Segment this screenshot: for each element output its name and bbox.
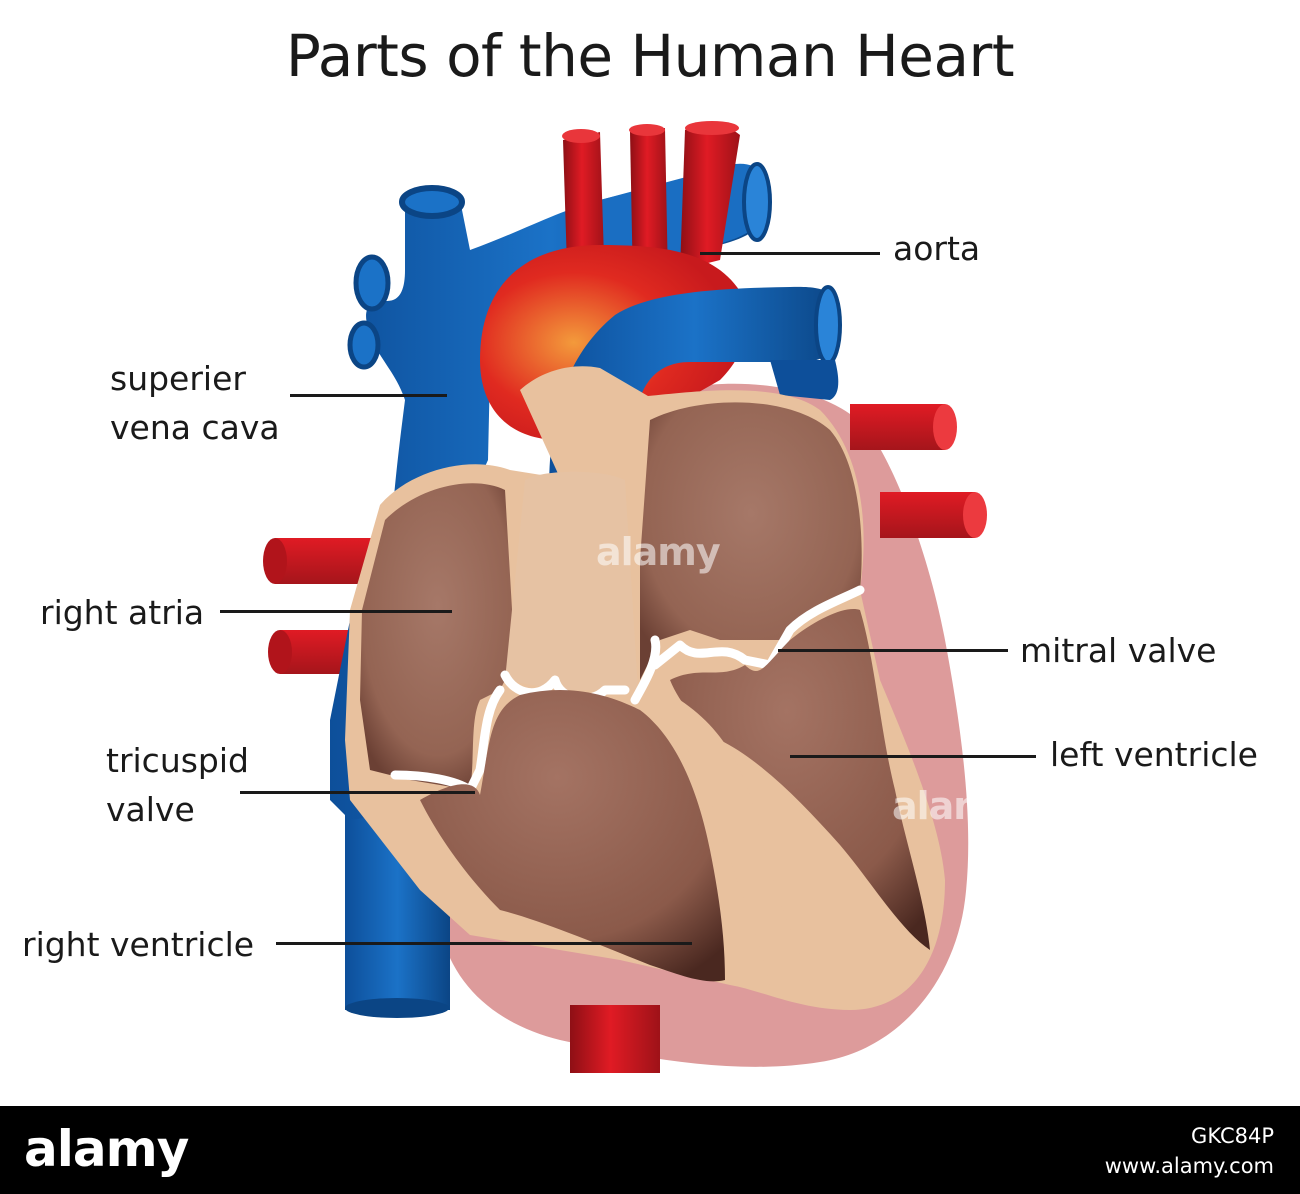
footer-image-id: GKC84P: [1191, 1124, 1274, 1148]
leader-tricuspid-valve: [240, 791, 475, 794]
label-right-atria: right atria: [40, 590, 204, 636]
footer-bar: alamy GKC84P www.alamy.com: [0, 1106, 1300, 1194]
label-superior-vena-cava-line2: vena cava: [110, 405, 280, 451]
leader-superior-vena-cava: [290, 394, 447, 397]
label-aorta: aorta: [893, 226, 980, 272]
leader-right-ventricle: [276, 942, 692, 945]
label-superior-vena-cava-line1: superier: [110, 356, 246, 402]
label-tricuspid-line2: valve: [106, 787, 195, 833]
outflow-tract: [505, 472, 638, 690]
leader-mitral-valve: [778, 649, 1008, 652]
leader-right-atria: [220, 610, 452, 613]
label-mitral-valve: mitral valve: [1020, 628, 1216, 674]
label-left-ventricle: left ventricle: [1050, 732, 1258, 778]
watermark: alamy: [596, 530, 720, 574]
watermark: alamy: [892, 784, 1016, 828]
leader-aorta: [700, 252, 880, 255]
label-tricuspid-line1: tricuspid: [106, 738, 249, 784]
descending-vessel: [570, 1005, 660, 1073]
footer-url: www.alamy.com: [1105, 1154, 1274, 1178]
label-right-ventricle: right ventricle: [22, 922, 254, 968]
footer-logo: alamy: [24, 1120, 188, 1178]
leader-left-ventricle: [790, 755, 1036, 758]
